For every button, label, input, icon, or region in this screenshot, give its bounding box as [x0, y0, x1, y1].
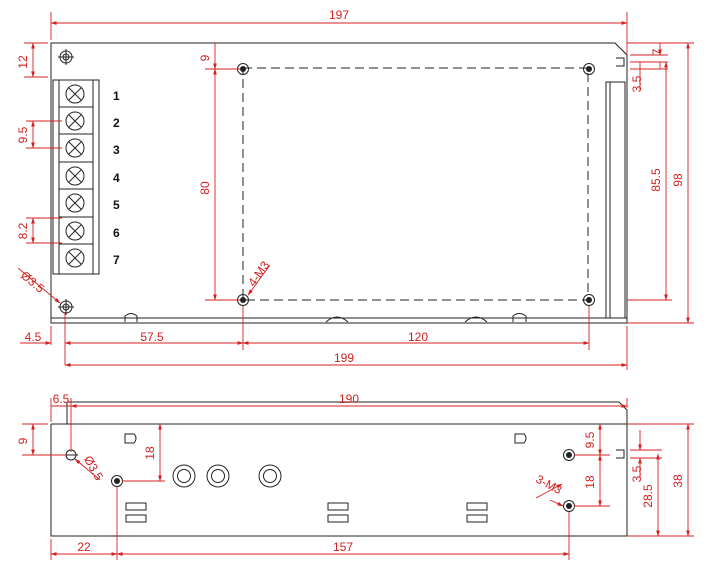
dim-9: 9 [198, 54, 212, 61]
terminal-screw-1 [65, 84, 85, 104]
dim-9-5: 9.5 [16, 126, 30, 143]
slot-4 [512, 313, 527, 322]
corner-hole-bottom [58, 299, 74, 315]
dim-98: 98 [671, 173, 685, 187]
mount-hole-bottom-right [583, 294, 595, 306]
dim-dia-3-5: Ø3.5 [18, 268, 47, 296]
dim-22: 22 [77, 540, 91, 554]
top-view-outline [50, 42, 628, 324]
terminal-label-4: 4 [113, 171, 120, 185]
d-tab-right [514, 433, 527, 444]
vent-slot [466, 514, 488, 523]
vent-slot [125, 514, 147, 523]
side-hole-m3-right-top [563, 449, 575, 461]
mount-hole-top-right [583, 63, 595, 75]
side-view-outline [50, 401, 628, 537]
dim-3-5-top: 3.5 [630, 75, 644, 92]
slot-2 [325, 316, 349, 323]
dim-3-m3: 3-M3 [534, 472, 565, 497]
pcb-outline [242, 67, 589, 301]
dim-4-m3: 4-M3 [245, 258, 272, 289]
dim-80: 80 [198, 181, 212, 195]
dim-199: 199 [334, 351, 354, 365]
slot-3 [464, 316, 488, 323]
dim-157: 157 [333, 540, 353, 554]
terminal-screw-5 [59, 188, 93, 213]
terminal-label-5: 5 [113, 198, 120, 212]
terminal-screw-4 [59, 161, 93, 186]
dim-8-2: 8.2 [16, 222, 30, 239]
side-connector-2 [206, 464, 230, 488]
terminal-screw-7 [59, 243, 93, 268]
vent-slot [125, 502, 147, 511]
terminal-label-2: 2 [113, 116, 120, 130]
slot-1 [124, 313, 138, 322]
terminal-label-1: 1 [113, 89, 120, 103]
terminal-screw-2 [59, 106, 93, 131]
dim-38: 38 [671, 474, 685, 488]
dim-6-5: 6.5 [53, 392, 70, 406]
side-right-notch [616, 449, 625, 459]
dim-4-5: 4.5 [25, 330, 42, 344]
dim-12: 12 [16, 55, 30, 69]
side-hole-m3-right-bottom [563, 500, 575, 512]
vent-slot [327, 514, 349, 523]
terminal-screw-3 [59, 133, 93, 158]
dim-57-5: 57.5 [140, 330, 164, 344]
dim-18-left: 18 [143, 446, 157, 460]
terminal-screws [59, 84, 93, 268]
dim-85-5: 85.5 [649, 168, 663, 192]
dim-18-right: 18 [583, 475, 597, 489]
terminal-screw-6 [59, 216, 93, 241]
right-flange [605, 81, 626, 319]
vent-slot [466, 502, 488, 511]
dim-120: 120 [408, 330, 428, 344]
dim-28-5: 28.5 [641, 484, 655, 508]
side-connector-3 [258, 464, 282, 488]
terminal-label-3: 3 [113, 143, 120, 157]
dim-7: 7 [650, 48, 664, 55]
d-tab-left [124, 433, 137, 444]
terminal-block [52, 79, 100, 275]
side-hole-m3-left [111, 475, 123, 487]
top-view-dimensions: 197 12 9 80 9.5 8.2 Ø3.5 4-M3 [16, 8, 694, 370]
dim-9-side: 9 [16, 437, 30, 444]
vent-slot [327, 502, 349, 511]
dim-9-5-side: 9.5 [583, 431, 597, 448]
dim-190: 190 [339, 392, 359, 406]
side-connector-1 [172, 464, 196, 488]
dim-dia-3-5-side: Ø3.5 [81, 453, 106, 483]
dim-197: 197 [329, 8, 349, 22]
side-view [50, 401, 628, 537]
terminal-label-7: 7 [113, 253, 120, 267]
top-view: 1 2 3 4 5 6 7 [50, 42, 628, 324]
dim-3-5-side: 3.5 [630, 465, 644, 482]
terminal-label-6: 6 [113, 226, 120, 240]
right-notch [616, 57, 625, 67]
corner-hole-top [58, 49, 74, 65]
